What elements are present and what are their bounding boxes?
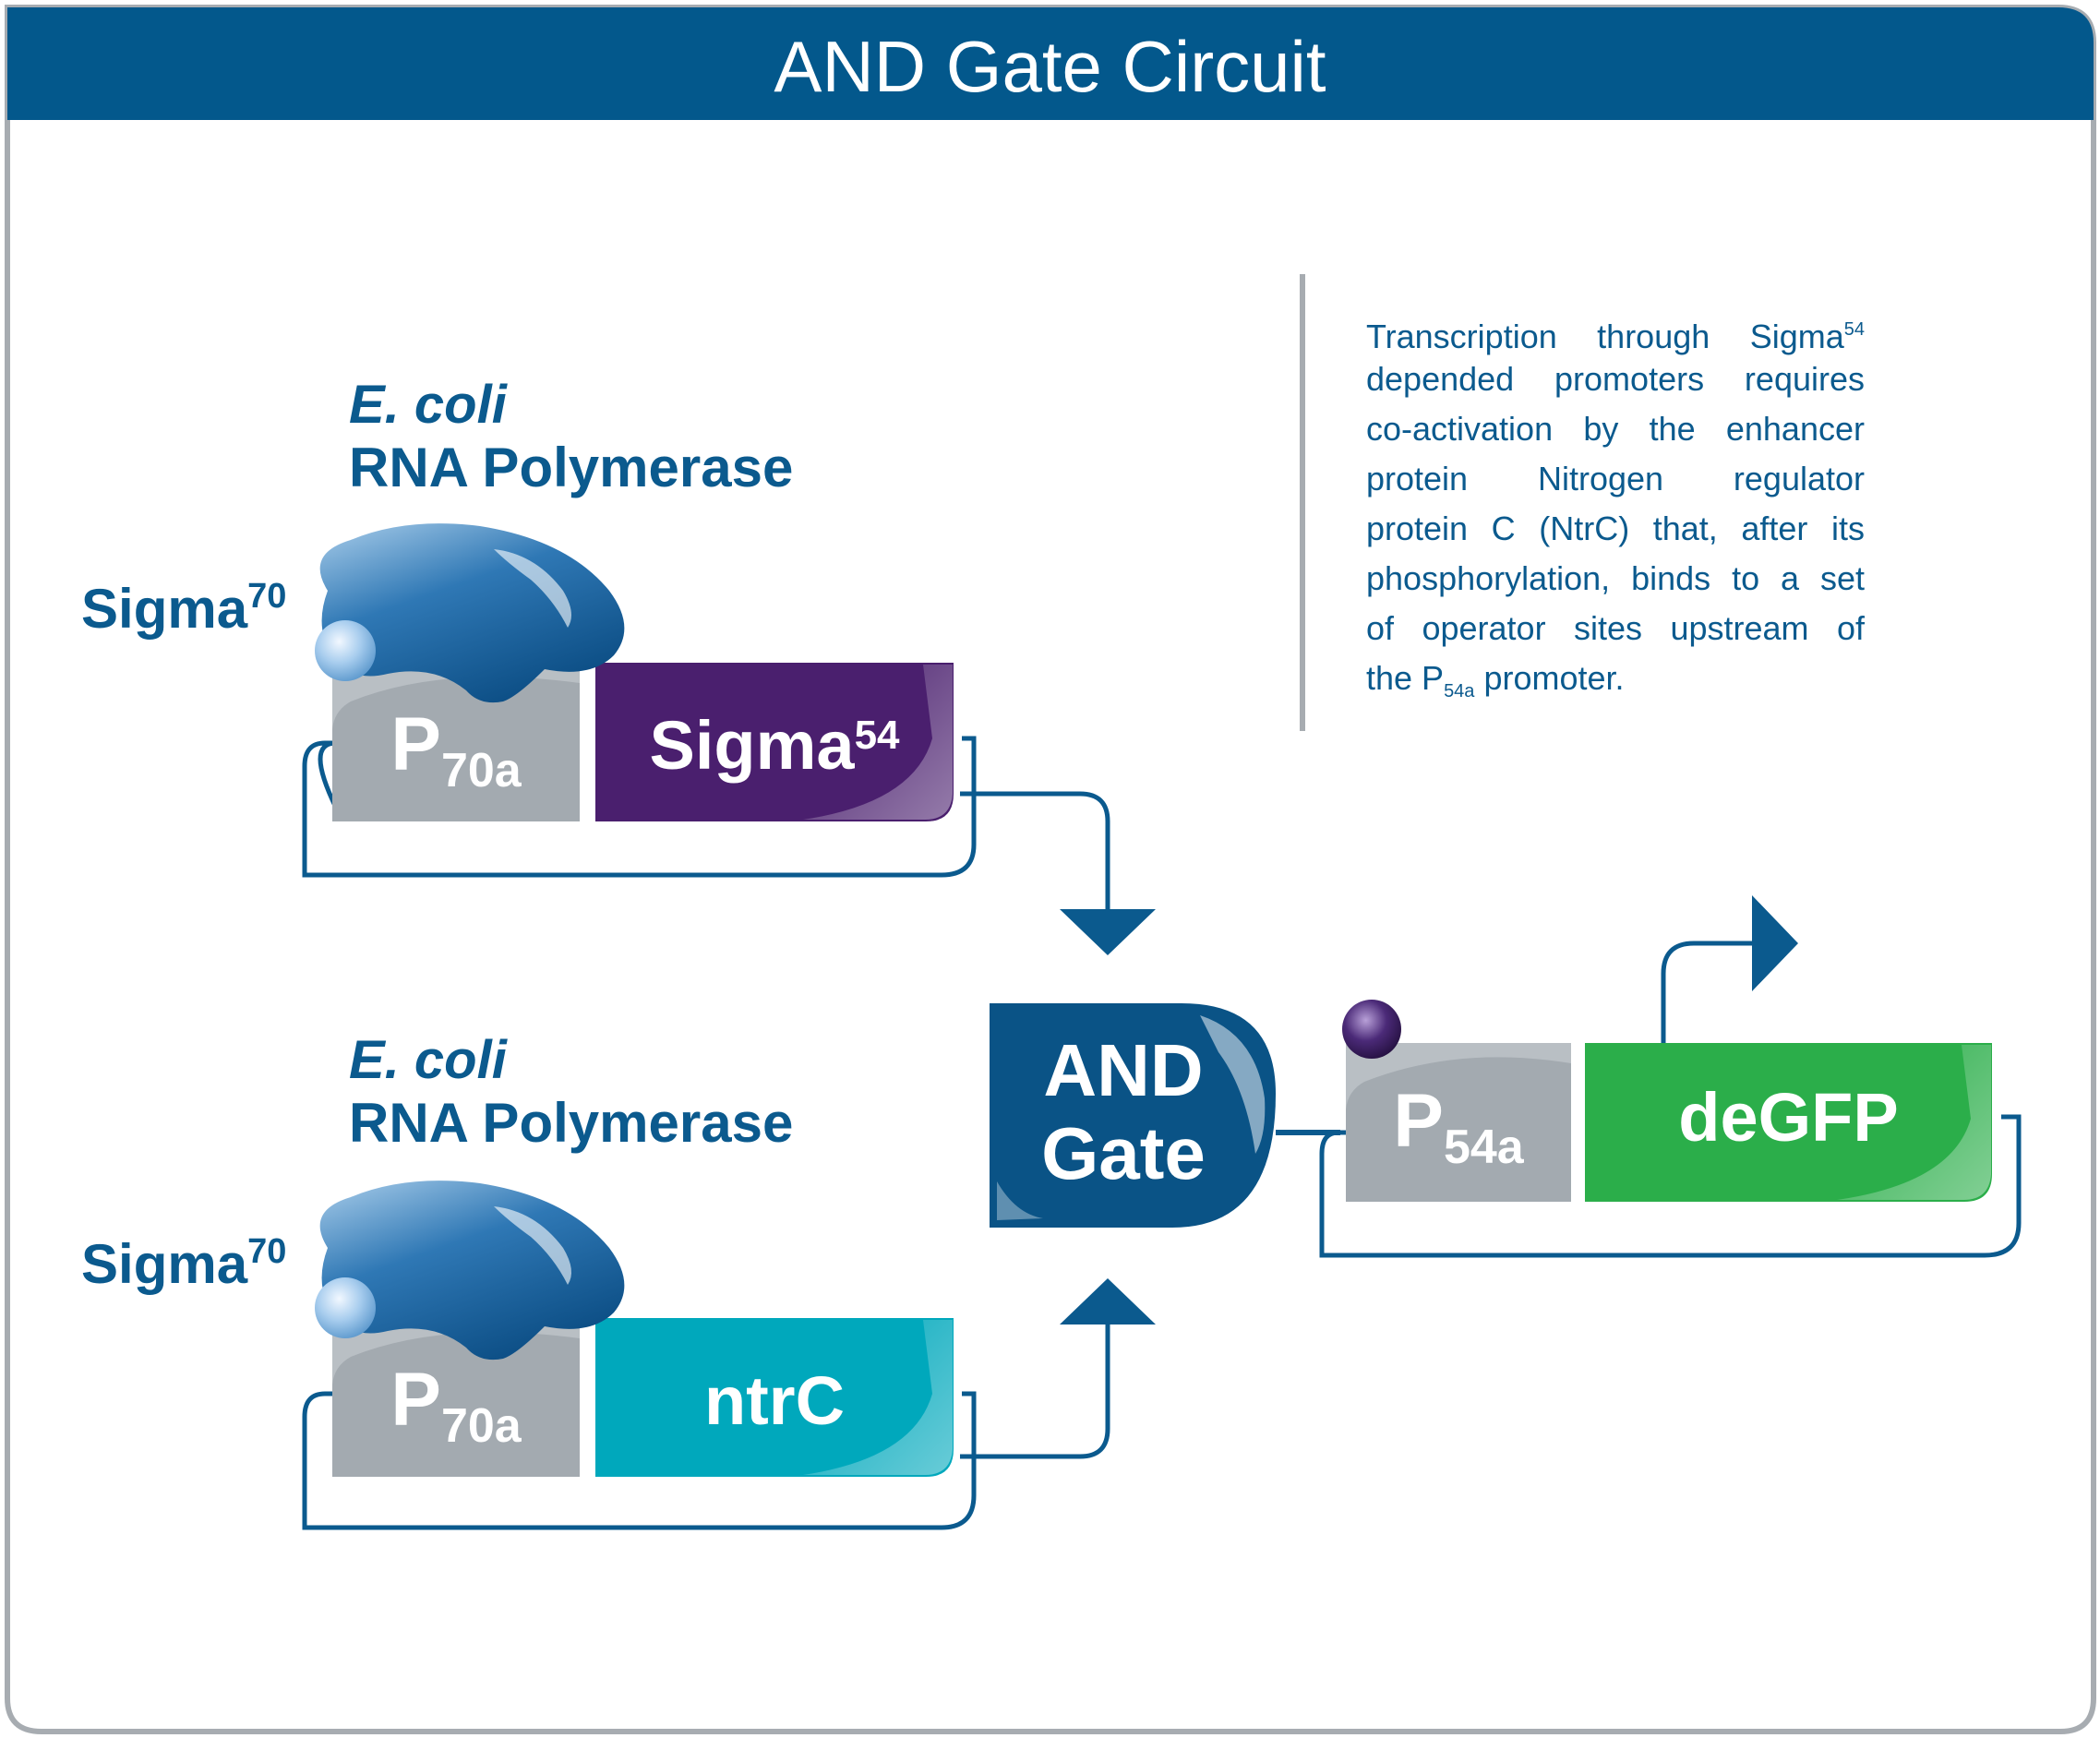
and-gate-label: AND Gate [1041, 1029, 1206, 1194]
output-promoter-box [1346, 1043, 1571, 1202]
bottom-promoter-box [332, 1318, 580, 1477]
top-cassette [302, 523, 1156, 955]
desc-line: phosphorylation, binds to a set [1366, 559, 1865, 597]
outer-frame [5, 5, 2096, 1734]
bottom-connector [960, 1322, 1110, 1459]
header-bar [7, 7, 2094, 120]
bottom-gene-label: ntrC [703, 1362, 846, 1439]
bottom-promoter-label: P70a [390, 1358, 522, 1453]
top-promoter-box [332, 663, 580, 821]
top-gene-label: Sigma54 [649, 707, 900, 784]
bottom-cassette [302, 1181, 1156, 1530]
output-cassette [1319, 895, 2022, 1258]
desc-line: the P54a promoter. [1366, 659, 1625, 701]
top-sigma70-label: Sigma70 [81, 577, 287, 640]
sigma70-subunit-icon [315, 620, 376, 681]
output-gene-box [1585, 1043, 1992, 1202]
arrow-up-icon [1060, 1278, 1156, 1324]
transcription-arrow-head [1752, 895, 1798, 991]
top-promoter-label: P70a [390, 702, 522, 797]
top-enzyme-label: RNA Polymerase [349, 437, 794, 498]
transcription-arrow-icon [1661, 941, 1754, 1043]
desc-line: Transcription through Sigma54 [1366, 318, 1865, 355]
arrow-down-icon [1060, 909, 1156, 955]
bottom-gene-box [595, 1318, 954, 1477]
description-text: Transcription through Sigma54 depended p… [1366, 305, 1865, 716]
top-connector [960, 791, 1110, 909]
desc-line: of operator sites upstream of [1366, 609, 1865, 647]
desc-line: protein C (NtrC) that, after its [1366, 509, 1865, 547]
bottom-organism-label: E. coli [349, 1030, 507, 1090]
gate-output-connector [1276, 1130, 1340, 1135]
bottom-sigma70-label: Sigma70 [81, 1232, 287, 1295]
sigma70-subunit-icon [315, 1277, 376, 1338]
output-promoter-label: P54a [1393, 1079, 1524, 1174]
rna-polymerase-icon [319, 1181, 625, 1360]
output-dna-line [1319, 1114, 2022, 1258]
output-gene-label: deGFP [1678, 1079, 1899, 1156]
bottom-enzyme-label: RNA Polymerase [349, 1092, 794, 1154]
rna-polymerase-icon [319, 523, 625, 703]
ntrc-phospho-icon [1342, 1000, 1401, 1059]
desc-line: protein Nitrogen regulator [1366, 460, 1865, 497]
page-title: AND Gate Circuit [774, 26, 1326, 107]
and-gate [990, 1003, 1340, 1228]
desc-line: co-activation by the enhancer [1366, 410, 1865, 448]
desc-line: depended promoters requires [1366, 360, 1865, 398]
divider-line [1300, 274, 1305, 731]
and-gate-shape [990, 1003, 1276, 1228]
top-organism-label: E. coli [349, 375, 507, 435]
top-gene-box [595, 663, 954, 821]
bottom-dna-line [302, 1391, 977, 1530]
